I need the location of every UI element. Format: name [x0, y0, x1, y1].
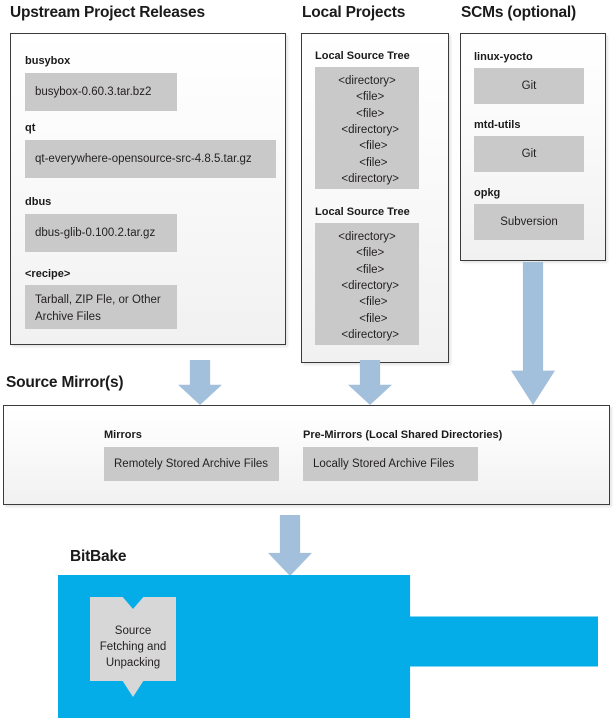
- scms-heading: SCMs (optional): [461, 4, 576, 21]
- local-projects-heading: Local Projects: [302, 4, 406, 21]
- upstream-item-label-dbus: dbus: [25, 196, 52, 208]
- tree-line: <file>: [349, 107, 385, 120]
- tree-line: <directory>: [338, 75, 396, 87]
- task-line-3: Unpacking: [105, 657, 161, 670]
- tree-line: <directory>: [335, 279, 399, 292]
- upstream-item-value-dbus: dbus-glib-0.100.2.tar.gz: [25, 214, 177, 252]
- upstream-item-value-recipe: Tarball, ZIP Fle, or Other Archive Files: [25, 285, 177, 329]
- tree-line: <file>: [346, 140, 388, 153]
- mirror-group-label-pre-mirrors: Pre-Mirrors (Local Shared Directories): [303, 429, 503, 441]
- scm-item-value-linux-yocto: Git: [474, 68, 584, 104]
- arrow-scms-to-mirror: [511, 262, 555, 405]
- bitbake-heading: BitBake: [70, 548, 127, 565]
- arrow-upstream-to-mirror: [178, 360, 222, 405]
- tree-line: <file>: [349, 263, 385, 276]
- tree-line: <file>: [346, 312, 388, 325]
- scm-item-value-opkg: Subversion: [474, 204, 584, 240]
- tree-line: <file>: [349, 91, 385, 104]
- mirror-group-value-mirrors: Remotely Stored Archive Files: [104, 447, 279, 481]
- upstream-item-label-qt: qt: [25, 122, 36, 134]
- local-source-tree-label-1: Local Source Tree: [315, 50, 410, 62]
- task-line-2: Fetching and: [99, 640, 167, 653]
- local-source-tree-box-2: <directory> <file> <file> <directory> <f…: [315, 223, 419, 345]
- bitbake-task-source-fetching-and-unpacking: Source Fetching and Unpacking: [90, 597, 176, 697]
- tree-line: <file>: [346, 296, 388, 309]
- tree-line: <directory>: [338, 231, 396, 243]
- scm-item-label-opkg: opkg: [474, 187, 501, 199]
- upstream-item-label-recipe: <recipe>: [25, 268, 71, 280]
- scm-item-label-linux-yocto: linux-yocto: [474, 51, 533, 63]
- arrow-mirror-to-bitbake: [268, 515, 312, 576]
- upstream-item-value-busybox: busybox-0.60.3.tar.bz2: [25, 73, 177, 111]
- upstream-item-value-qt: qt-everywhere-opensource-src-4.8.5.tar.g…: [25, 140, 276, 178]
- tree-line: <directory>: [335, 328, 399, 341]
- task-line-1: Source: [114, 624, 152, 637]
- scm-item-value-mtd-utils: Git: [474, 136, 584, 172]
- mirror-group-value-pre-mirrors: Locally Stored Archive Files: [303, 447, 478, 481]
- tree-line: <file>: [349, 247, 385, 260]
- upstream-item-label-busybox: busybox: [25, 55, 71, 67]
- tree-line: <file>: [346, 156, 388, 169]
- recipe-value-line1: Tarball, ZIP Fle, or: [35, 294, 129, 306]
- source-mirrors-heading: Source Mirror(s): [6, 374, 124, 391]
- local-source-tree-box-1: <directory> <file> <file> <directory> <f…: [315, 67, 419, 189]
- arrow-local-projects-to-mirror: [348, 360, 392, 405]
- local-source-tree-label-2: Local Source Tree: [315, 206, 410, 218]
- tree-line: <directory>: [335, 172, 399, 185]
- upstream-heading: Upstream Project Releases: [10, 4, 205, 21]
- recipe-value-line2: Other Archive Files: [35, 294, 161, 323]
- tree-line: <directory>: [335, 123, 399, 136]
- scm-item-label-mtd-utils: mtd-utils: [474, 119, 521, 131]
- mirror-group-label-mirrors: Mirrors: [104, 429, 142, 441]
